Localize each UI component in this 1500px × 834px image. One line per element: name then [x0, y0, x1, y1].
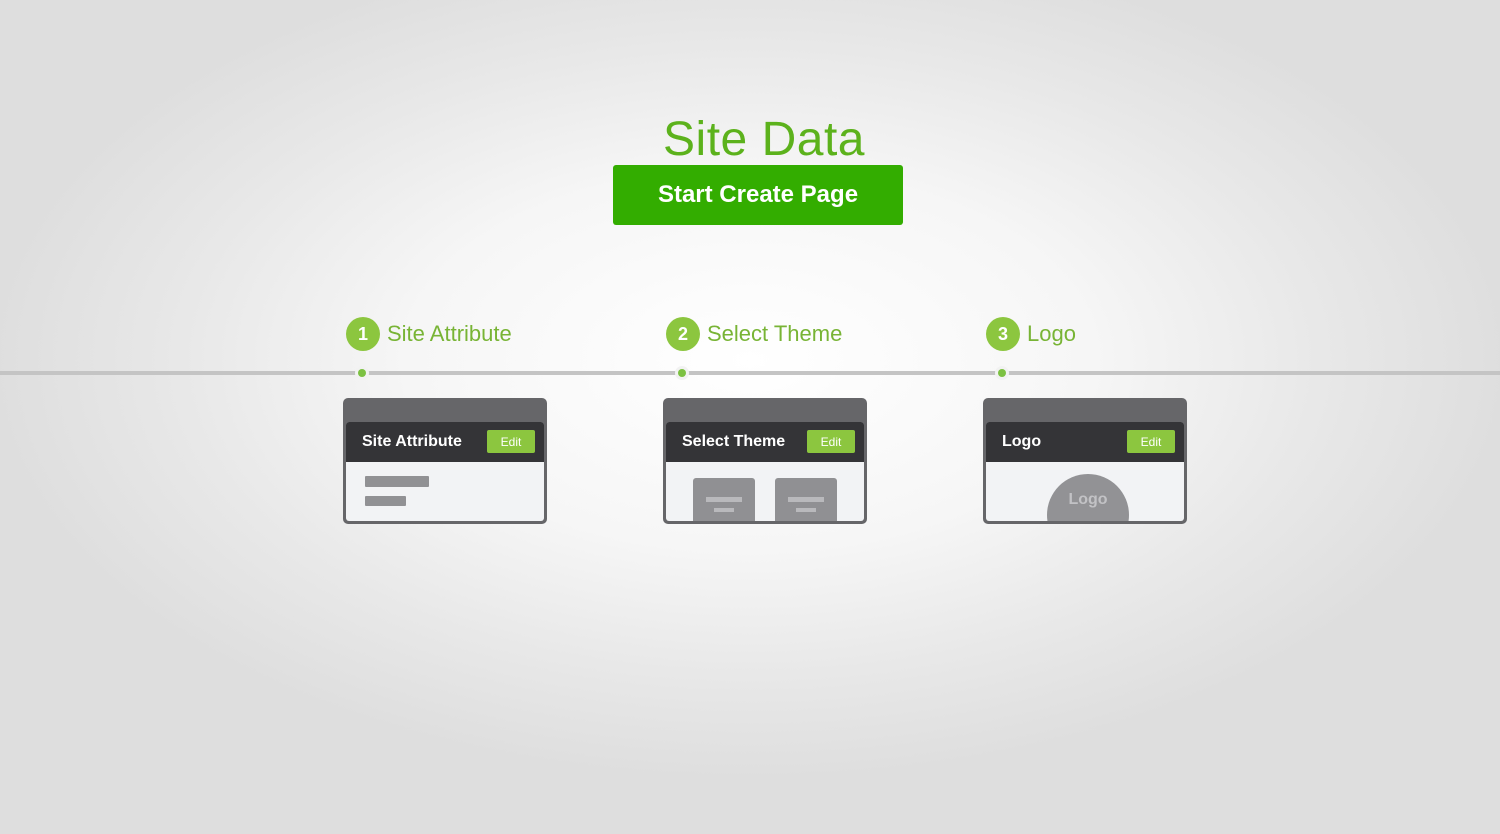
card-body: Select Theme Edit: [666, 422, 864, 521]
card-title: Logo: [1002, 433, 1042, 450]
thumbnail-line: [714, 508, 734, 512]
text-placeholder-line: [365, 496, 406, 506]
theme-thumbnail: [693, 478, 755, 521]
timeline-dot-3: [995, 366, 1009, 380]
theme-thumbnail: [775, 478, 837, 521]
step-number-badge: 1: [346, 317, 380, 351]
card-header: Site Attribute Edit: [346, 422, 544, 462]
card-body: Site Attribute Edit: [346, 422, 544, 521]
card-header: Select Theme Edit: [666, 422, 864, 462]
card-header: Logo Edit: [986, 422, 1184, 462]
start-create-page-button[interactable]: Start Create Page: [613, 165, 903, 225]
select-theme-card: Select Theme Edit: [663, 398, 867, 524]
page-title: Site Data: [663, 113, 865, 167]
step-label: Site Attribute: [387, 321, 512, 346]
site-attribute-card: Site Attribute Edit: [343, 398, 547, 524]
step-site-attribute[interactable]: 1 Site Attribute: [346, 316, 512, 352]
step-number-badge: 2: [666, 317, 700, 351]
edit-logo-button[interactable]: Edit: [1127, 430, 1175, 453]
thumbnail-line: [706, 497, 742, 502]
timeline-dot-2: [675, 366, 689, 380]
step-logo[interactable]: 3 Logo: [986, 316, 1076, 352]
card-body: Logo Edit Logo: [986, 422, 1184, 521]
thumbnail-line: [796, 508, 816, 512]
logo-placeholder: Logo: [1047, 474, 1129, 521]
edit-site-attribute-button[interactable]: Edit: [487, 430, 535, 453]
timeline-line: [0, 371, 1500, 375]
thumbnail-line: [788, 497, 824, 502]
card-title: Select Theme: [682, 433, 786, 450]
step-number-badge: 3: [986, 317, 1020, 351]
step-label: Logo: [1027, 321, 1076, 346]
logo-card: Logo Edit Logo: [983, 398, 1187, 524]
card-title: Site Attribute: [362, 433, 462, 450]
step-select-theme[interactable]: 2 Select Theme: [666, 316, 842, 352]
step-label: Select Theme: [707, 321, 843, 346]
edit-select-theme-button[interactable]: Edit: [807, 430, 855, 453]
text-placeholder-line: [365, 476, 429, 487]
timeline-dot-1: [355, 366, 369, 380]
logo-placeholder-text: Logo: [1068, 491, 1108, 508]
